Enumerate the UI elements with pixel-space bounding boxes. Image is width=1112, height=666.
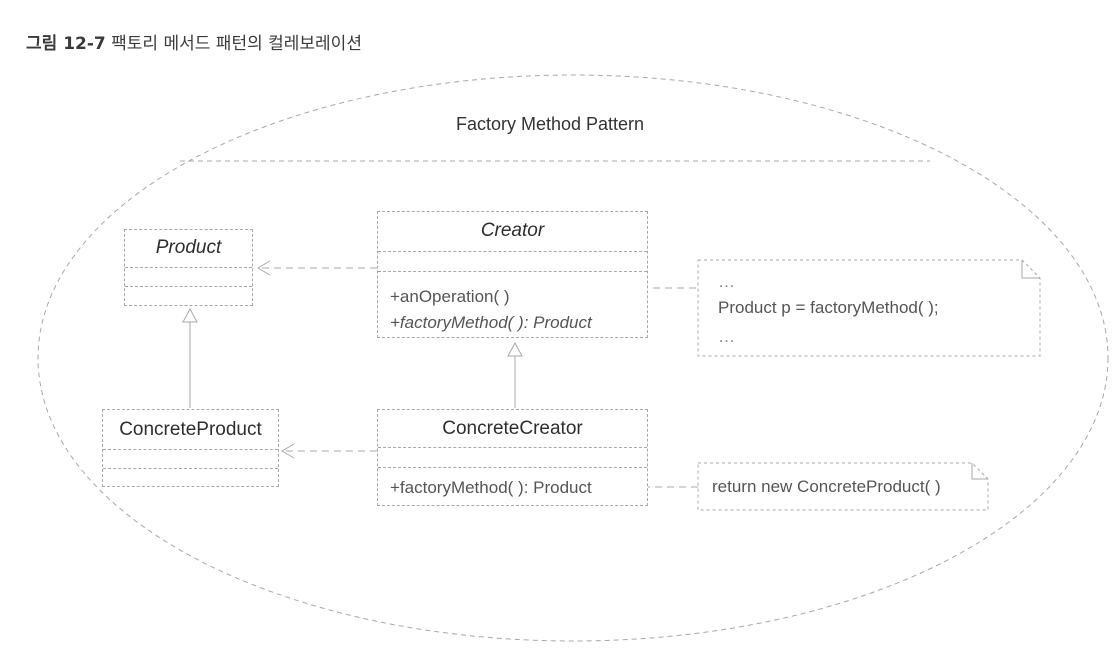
class-attributes-creator [378, 252, 647, 272]
note-creator-line-2: Product p = factoryMethod( ); [718, 298, 939, 317]
class-name-concrete-creator: ConcreteCreator [378, 410, 647, 448]
note-fold-concretecreator [971, 463, 988, 480]
generalization-arrowhead-product [182, 307, 198, 323]
figure-caption: 그림 12-7 팩토리 메서드 패턴의 컬레보레이션 [26, 29, 362, 54]
note-fold-creator [1021, 260, 1040, 279]
note-creator-line-1: … [718, 272, 735, 291]
class-name-creator: Creator [378, 212, 647, 252]
class-name-product: Product [125, 230, 252, 268]
operation-factorymethod-abstract: +factoryMethod( ): Product [390, 313, 592, 332]
collaboration-ellipse [37, 74, 1109, 642]
note-shape-concretecreator [697, 462, 989, 511]
note-creator-line-3: … [718, 327, 735, 346]
figure-number: 그림 12-7 [26, 34, 106, 54]
figure-title: 팩토리 메서드 패턴의 컬레보레이션 [111, 34, 362, 54]
generalization-arrowhead-creator [507, 341, 523, 357]
class-concrete-creator: ConcreteCreator +factoryMethod( ): Produ… [377, 409, 648, 506]
collaboration-name: Factory Method Pattern [455, 114, 645, 134]
class-creator: Creator +anOperation( ) +factoryMethod( … [377, 211, 648, 338]
class-concrete-product: ConcreteProduct [102, 409, 279, 487]
class-name-concrete-product: ConcreteProduct [103, 410, 278, 450]
note-shape-creator [697, 259, 1041, 357]
class-operations-concrete-product [103, 469, 278, 486]
note-concrete-creator-line-1: return new ConcreteProduct( ) [712, 477, 941, 496]
class-attributes-concrete-product [103, 450, 278, 469]
class-product: Product [124, 229, 253, 306]
class-attributes-concrete-creator [378, 448, 647, 468]
dependency-arrowhead-product [257, 260, 271, 276]
class-operations-creator: +anOperation( ) +factoryMethod( ): Produ… [378, 272, 647, 336]
operation-factorymethod-concrete: +factoryMethod( ): Product [390, 478, 592, 497]
class-attributes-product [125, 268, 252, 287]
class-operations-concrete-creator: +factoryMethod( ): Product [378, 468, 647, 501]
class-operations-product [125, 287, 252, 305]
operation-anoperation: +anOperation( ) [390, 287, 510, 306]
dependency-arrowhead-concreteproduct [281, 443, 295, 459]
